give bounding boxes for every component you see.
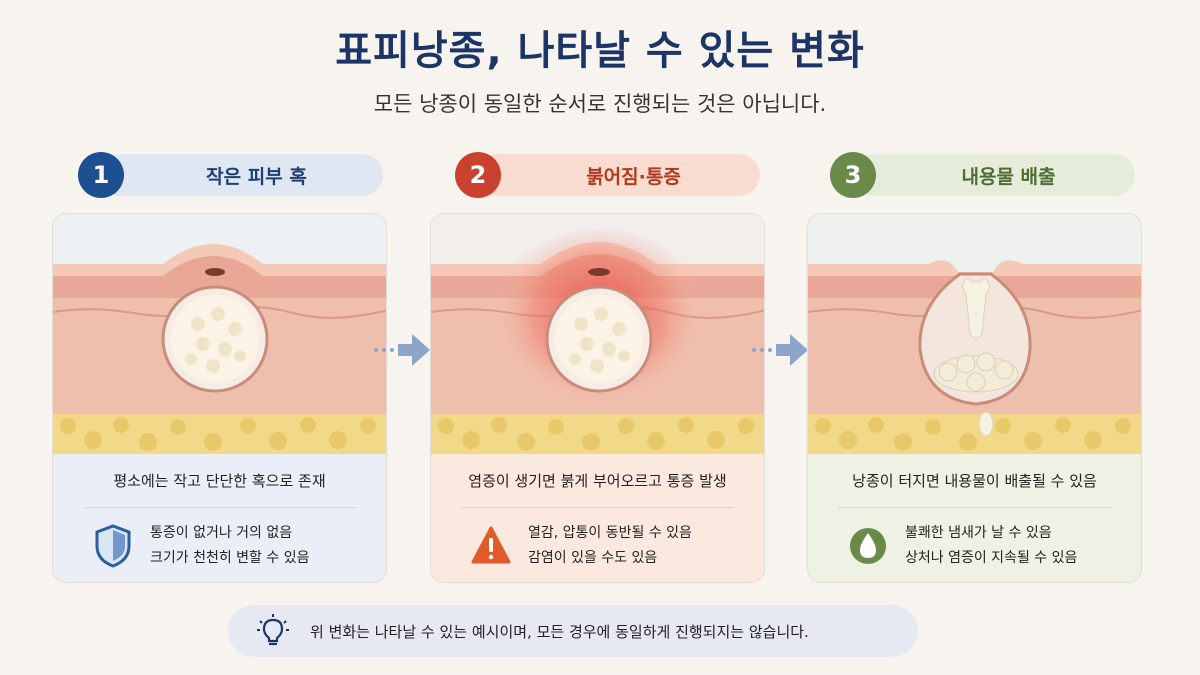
stage-number-badge: 3 (830, 152, 876, 198)
skin-cross-section-illustration (431, 214, 764, 454)
footer-note: 위 변화는 나타날 수 있는 예시이며, 모든 경우에 동일하게 진행되지는 않… (228, 605, 918, 657)
note-item: 열감, 압통이 동반될 수 있음 (528, 525, 692, 541)
divider (838, 507, 1111, 508)
footer-text: 위 변화는 나타날 수 있는 예시이며, 모든 경우에 동일하게 진행되지는 않… (310, 622, 809, 641)
stage-panel-2: 염증이 생기면 붉게 부어오르고 통증 발생 열감, 압통이 동반될 수 있음 … (430, 213, 765, 583)
warning-icon (471, 526, 511, 564)
stage-panel-3: 낭종이 터지면 내용물이 배출될 수 있음 불쾌한 냄새가 날 수 있음 상처나… (807, 213, 1142, 583)
stage-notes: 열감, 압통이 동반될 수 있음 감염이 있을 수도 있음 (528, 521, 692, 571)
stage-label-pill: 붉어짐·통증 (477, 154, 760, 196)
stage-number-badge: 1 (78, 152, 124, 198)
stage-label: 붉어짐·통증 (586, 165, 681, 188)
stage-label: 작은 피부 혹 (206, 165, 307, 188)
stage-header-1: 작은 피부 혹 1 (78, 152, 383, 198)
drop-icon (850, 528, 886, 564)
page-subtitle: 모든 낭종이 동일한 순서로 진행되는 것은 아닙니다. (373, 92, 827, 116)
note-item: 감염이 있을 수도 있음 (528, 550, 658, 566)
note-item: 통증이 없거나 거의 없음 (150, 525, 293, 541)
lightbulb-icon (257, 614, 289, 646)
stage-label-pill: 작은 피부 혹 (100, 154, 383, 196)
stage-header-3: 내용물 배출 3 (830, 152, 1135, 198)
stage-number-badge: 2 (455, 152, 501, 198)
stage-notes: 통증이 없거나 거의 없음 크기가 천천히 변할 수 있음 (150, 521, 309, 571)
stage-header-2: 붉어짐·통증 2 (455, 152, 760, 198)
note-item: 불쾌한 냄새가 날 수 있음 (905, 525, 1052, 541)
skin-cross-section-illustration (808, 214, 1141, 454)
stage-panel-1: 평소에는 작고 단단한 혹으로 존재 통증이 없거나 거의 없음 크기가 천천히… (52, 213, 387, 583)
stage-notes: 불쾌한 냄새가 날 수 있음 상처나 염증이 지속될 수 있음 (905, 521, 1077, 571)
divider (83, 507, 356, 508)
shield-icon (95, 524, 131, 568)
divider (461, 507, 734, 508)
arrow-right-icon (374, 334, 430, 366)
note-item: 크기가 천천히 변할 수 있음 (150, 550, 310, 566)
stage-description: 염증이 생기면 붉게 부어오르고 통증 발생 (468, 472, 727, 490)
arrow-right-icon (752, 334, 808, 366)
stage-description: 낭종이 터지면 내용물이 배출될 수 있음 (852, 472, 1097, 490)
stage-label: 내용물 배출 (961, 165, 1056, 188)
stage-label-pill: 내용물 배출 (852, 154, 1135, 196)
skin-cross-section-illustration (53, 214, 386, 454)
note-item: 상처나 염증이 지속될 수 있음 (905, 550, 1078, 566)
stage-description: 평소에는 작고 단단한 혹으로 존재 (113, 472, 326, 490)
page-title: 표피낭종, 나타날 수 있는 변화 (335, 28, 865, 74)
